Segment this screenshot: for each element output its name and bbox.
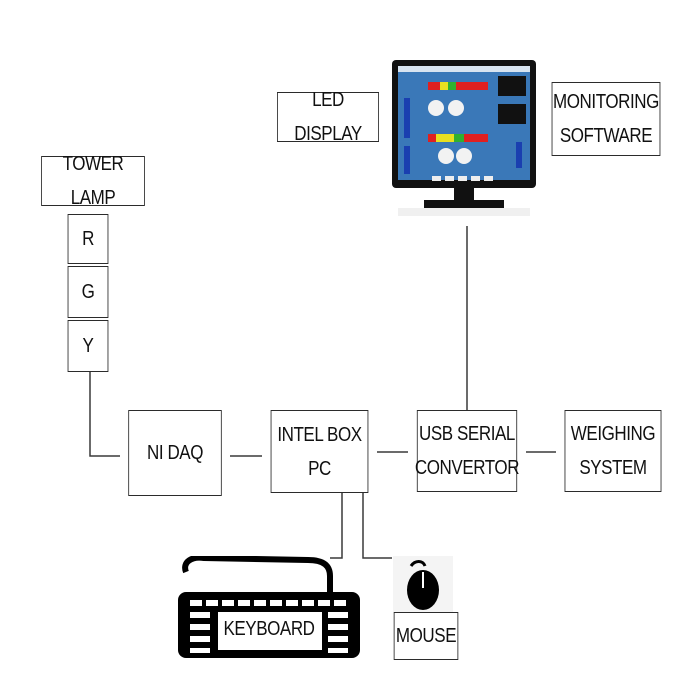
monitoring-software-line-1: MONITORING (553, 91, 659, 113)
mouse-label: MOUSE (395, 625, 457, 647)
monitoring-software-line-2: SOFTWARE (559, 125, 653, 147)
mouse-box: MOUSE (393, 612, 459, 660)
usb-serial-convertor-line-1: USB SERIAL (419, 423, 515, 445)
tower-lamp-red-light: R (67, 214, 109, 264)
pc-to-keyboard-line (330, 493, 343, 559)
led-display-box: LED DISPLAY (277, 89, 379, 145)
intel-box-pc-box: INTEL BOX PC (270, 410, 369, 493)
intel-box-pc-line-2: PC (308, 457, 331, 480)
intel-box-pc-line-1: INTEL BOX (277, 423, 362, 446)
ni-daq-label: NI DAQ (146, 442, 204, 464)
keyboard-label-box: KEYBOARD (223, 612, 315, 646)
weighing-system-line-1: WEIGHING (570, 423, 656, 445)
tower-lamp-yellow-light: Y (67, 320, 109, 372)
mouse-icon (393, 556, 453, 612)
tower-lamp-green-light: G (67, 266, 109, 318)
led-display-label: LED DISPLAY (294, 89, 362, 145)
monitor-icon (392, 60, 536, 216)
monitoring-software-box: MONITORING SOFTWARE (551, 82, 661, 156)
weighing-system-box: WEIGHING SYSTEM (564, 410, 662, 492)
keyboard-label: KEYBOARD (223, 618, 315, 640)
yellow-light-label: Y (82, 335, 94, 357)
weighing-system-line-2: SYSTEM (579, 457, 647, 479)
tower-lamp-label: TOWER LAMP (62, 153, 124, 209)
ni-daq-box: NI DAQ (128, 410, 222, 496)
pc-to-mouse-line (362, 493, 392, 559)
tower-lamp-label-box: TOWER LAMP (41, 153, 145, 209)
tower-to-daq-line (89, 372, 120, 457)
usb-serial-convertor-box: USB SERIAL CONVERTOR (414, 410, 520, 492)
green-light-label: G (81, 281, 95, 303)
keyboard-icon (178, 556, 360, 658)
red-light-label: R (82, 228, 94, 250)
usb-serial-convertor-line-2: CONVERTOR (414, 457, 520, 479)
